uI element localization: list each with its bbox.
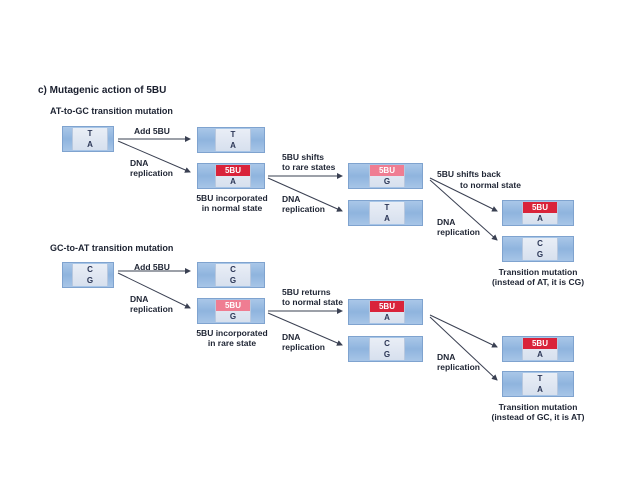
label-result-transition: (instead of GC, it is AT) bbox=[491, 412, 585, 422]
arrow bbox=[117, 272, 191, 309]
label-returns-normal: 5BU returns bbox=[282, 287, 331, 297]
arrow bbox=[117, 140, 191, 173]
arrow bbox=[429, 314, 498, 348]
arrow bbox=[267, 312, 343, 346]
label-dna-replication: DNA bbox=[130, 294, 149, 304]
label-shifts-rare: to rare states bbox=[282, 162, 336, 172]
label-add-5bu: Add 5BU bbox=[134, 262, 170, 272]
label-incorporated-rare: in rare state bbox=[207, 338, 257, 348]
arrow bbox=[429, 316, 498, 381]
label-dna-replication: DNA bbox=[282, 332, 301, 342]
label-shifts-back: 5BU shifts back bbox=[437, 169, 501, 179]
label-dna-replication: DNA bbox=[437, 217, 456, 227]
arrow bbox=[429, 179, 498, 241]
label-dna-replication: replication bbox=[437, 227, 480, 237]
label-dna-replication: DNA bbox=[437, 352, 456, 362]
label-result-transition: (instead of AT, it is CG) bbox=[491, 277, 585, 287]
label-add-5bu: Add 5BU bbox=[134, 126, 170, 136]
label-incorporated-normal: in normal state bbox=[201, 203, 263, 213]
arrow bbox=[429, 177, 498, 212]
figure-title: c) Mutagenic action of 5BU bbox=[38, 85, 167, 96]
arrow bbox=[267, 177, 343, 212]
label-dna-replication: replication bbox=[130, 304, 173, 314]
label-result-transition: Transition mutation bbox=[498, 267, 578, 277]
label-result-transition: Transition mutation bbox=[498, 402, 578, 412]
section-gc-to-at: GC-to-AT transition mutation bbox=[50, 243, 174, 253]
label-incorporated-rare: 5BU incorporated bbox=[196, 328, 268, 338]
label-dna-replication: replication bbox=[282, 204, 325, 214]
label-dna-replication: DNA bbox=[130, 158, 149, 168]
label-dna-replication: replication bbox=[130, 168, 173, 178]
label-incorporated-normal: 5BU incorporated bbox=[196, 193, 268, 203]
section-at-to-gc: AT-to-GC transition mutation bbox=[50, 106, 173, 116]
label-dna-replication: replication bbox=[282, 342, 325, 352]
label-shifts-rare: 5BU shifts bbox=[282, 152, 325, 162]
label-dna-replication: DNA bbox=[282, 194, 301, 204]
label-returns-normal: to normal state bbox=[282, 297, 343, 307]
label-dna-replication: replication bbox=[437, 362, 480, 372]
label-shifts-back: to normal state bbox=[460, 180, 521, 190]
